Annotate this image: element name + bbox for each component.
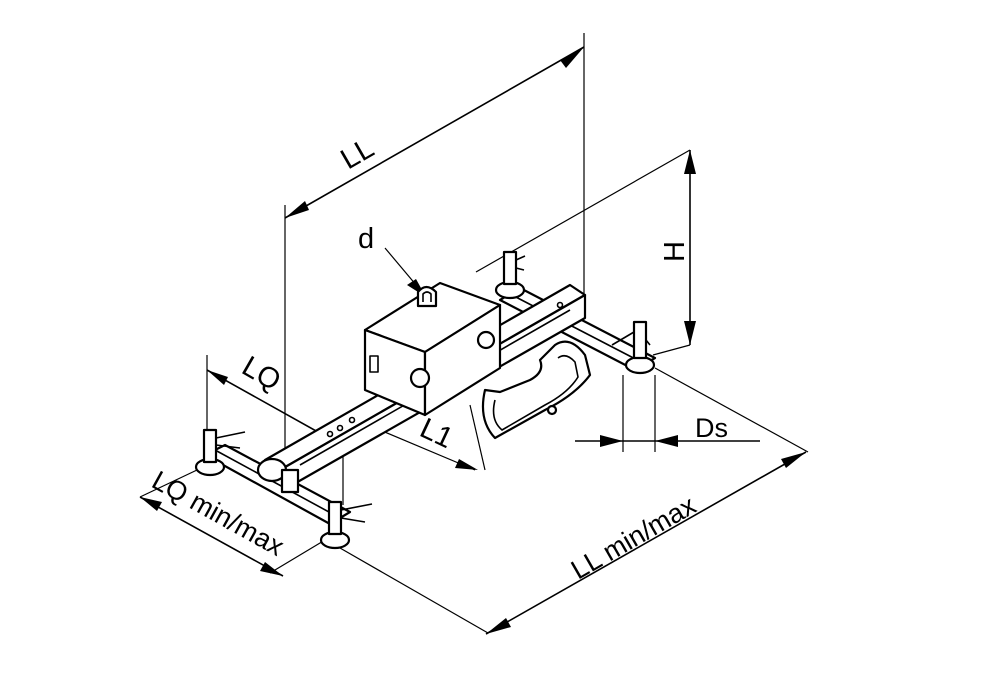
ds-arrow-left	[600, 435, 623, 447]
llmm-extension-right	[654, 367, 809, 453]
lqmm-dimension-line	[139, 496, 284, 577]
operating-handle	[481, 340, 592, 440]
cup-fr-post	[327, 500, 343, 536]
vacuum-lifter-device	[194, 250, 657, 550]
h-extension-bottom	[652, 344, 691, 356]
ds-arrow-right	[655, 435, 678, 447]
ll-arrow-left	[285, 201, 309, 218]
lifting-eye	[416, 285, 438, 308]
suction-cup-front-right	[319, 500, 373, 550]
h-arrow-top	[684, 150, 696, 174]
llmm-dimension-line	[485, 451, 807, 635]
suction-cup-rear-right	[611, 320, 656, 375]
lifting-eye-inner	[422, 291, 432, 302]
housing-knob	[409, 367, 431, 389]
label-h: H	[659, 241, 691, 262]
label-ll-minmax: LL min/max	[566, 490, 701, 586]
suction-cup-front-left	[194, 428, 246, 477]
operating-handle-inner	[492, 354, 579, 431]
cup-rr-post	[632, 320, 648, 360]
cup-fl-post	[202, 428, 218, 464]
cup-rr-base	[624, 355, 656, 375]
beam-hole-3	[326, 430, 334, 438]
l1-extension	[469, 404, 486, 471]
lqmm-arrow-left	[140, 497, 162, 511]
ll-arrow-right	[560, 47, 584, 68]
lq-arrow-left	[207, 370, 228, 385]
ll-dimension-line	[284, 46, 585, 219]
cup-rl-post	[502, 250, 518, 286]
label-ll: LL	[336, 132, 380, 176]
llmm-arrow-right	[781, 452, 806, 468]
beam-hole-4	[556, 301, 564, 309]
suction-cup-rear-left	[494, 250, 526, 300]
beam-hole-1	[348, 416, 356, 424]
label-ds: Ds	[695, 413, 728, 443]
cup-rl-lever	[515, 255, 526, 271]
lqmm-extension-left	[139, 469, 198, 498]
label-l1: L1	[415, 412, 458, 455]
lqmm-arrow-right	[260, 562, 283, 576]
cup-fr-lever	[340, 503, 373, 523]
handle-pivot	[546, 404, 558, 416]
housing-switch	[369, 355, 379, 373]
front-cross-beam-edge	[214, 449, 341, 519]
cup-fl-lever	[215, 431, 246, 449]
housing-gauge	[476, 330, 496, 350]
cup-rr-lever	[611, 331, 651, 346]
lqmm-extension-right	[269, 539, 326, 574]
front-clamp-block	[280, 468, 300, 494]
l1-arrow	[455, 459, 478, 470]
beam-hole-2	[336, 424, 344, 432]
llmm-arrow-left	[486, 618, 511, 634]
label-d: d	[358, 223, 374, 255]
llmm-extension-left	[339, 547, 489, 634]
h-arrow-bottom	[684, 321, 696, 345]
